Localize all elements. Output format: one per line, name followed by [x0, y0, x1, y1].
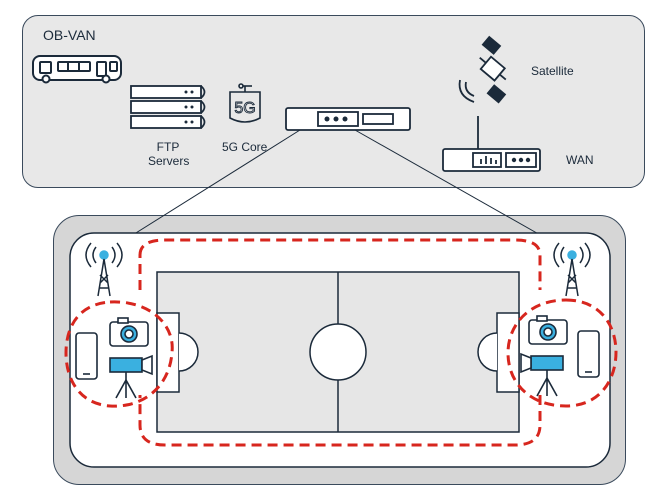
smartphone-icon	[577, 330, 600, 378]
5g-core-icon: 5G	[229, 83, 261, 123]
server-stack-icon	[130, 85, 206, 129]
wan-router-icon	[442, 116, 541, 172]
coverage-zones	[64, 238, 618, 447]
video-camera-icon	[520, 352, 564, 397]
cell-tower-icon	[553, 242, 591, 297]
5g-core-icon-text: 5G	[234, 100, 255, 117]
satellite-label: Satellite	[531, 64, 574, 78]
camera-icon	[528, 315, 568, 345]
5g-core-label: 5G Core	[222, 140, 268, 154]
wan-label: WAN	[566, 153, 594, 167]
bus-icon	[32, 55, 122, 84]
cell-tower-icon	[85, 242, 123, 297]
camera-icon	[109, 317, 149, 347]
ftp-servers-label: FTP Servers	[148, 140, 190, 168]
coverage-zone-right	[506, 298, 618, 408]
coverage-zone-left	[64, 300, 174, 408]
video-camera-icon	[109, 354, 153, 399]
smartphone-icon	[75, 332, 98, 380]
satellite-icon	[458, 35, 507, 104]
ob-van-title: OB-VAN	[43, 27, 96, 43]
football-field	[156, 271, 520, 433]
router-icon	[285, 107, 411, 131]
ob-van-area	[22, 15, 645, 188]
